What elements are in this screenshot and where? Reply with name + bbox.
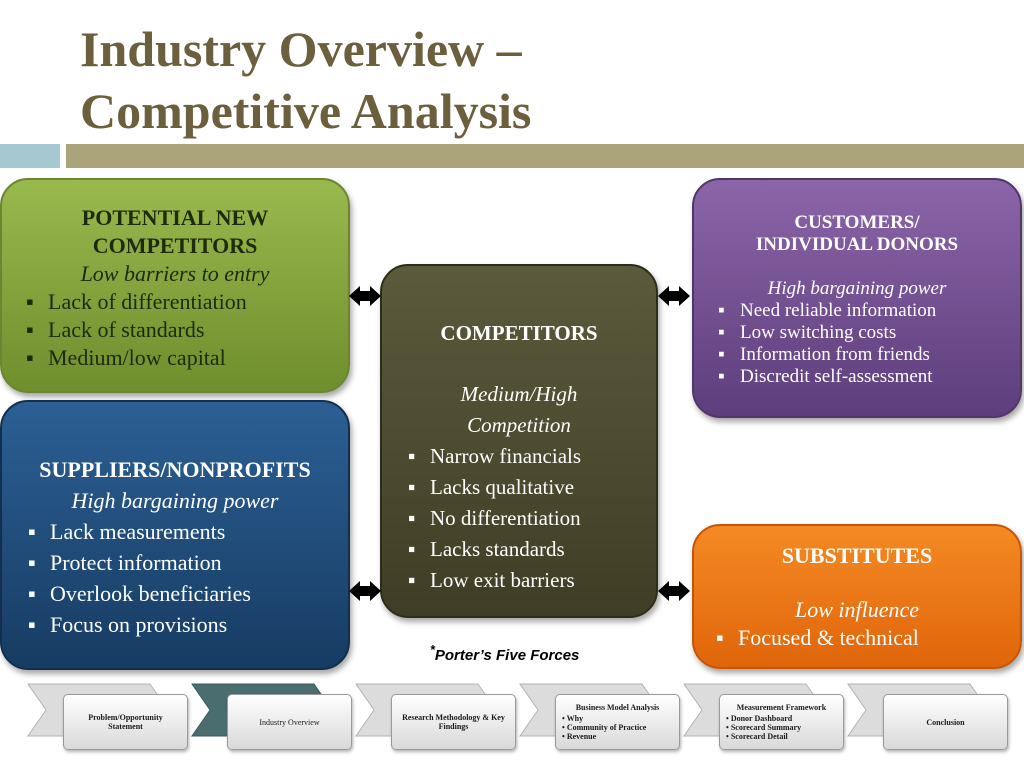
customers-heading: CUSTOMERS/ INDIVIDUAL DONORS (702, 212, 1012, 256)
nav-subitem: Donor Dashboard (726, 714, 837, 723)
title-accent-bar (0, 144, 60, 168)
suppliers-item: Overlook beneficiaries (26, 578, 338, 609)
competitors-item: Narrow financials (406, 441, 648, 472)
slide-title: Industry Overview – Competitive Analysis (80, 18, 780, 142)
competitors-item: Low exit barriers (406, 565, 648, 596)
nav-step-sublist: Why Community of Practice Revenue (562, 714, 673, 741)
nav-step-label: Conclusion (926, 717, 965, 727)
nav-step-business-model[interactable]: Business Model Analysis Why Community of… (555, 694, 680, 750)
nav-step-measurement[interactable]: Measurement Framework Donor Dashboard Sc… (719, 694, 844, 750)
nav-subitem: Community of Practice (562, 723, 673, 732)
double-arrow-icon (658, 581, 690, 601)
substitutes-item: Focused & technical (714, 624, 1012, 652)
nav-step-label: Industry Overview (259, 717, 320, 727)
nav-step-label: Research Methodology & Key Findings (402, 713, 505, 731)
nav-subitem: Scorecard Summary (726, 723, 837, 732)
customers-box: CUSTOMERS/ INDIVIDUAL DONORS High bargai… (692, 178, 1022, 418)
double-arrow-icon (658, 286, 690, 306)
nav-step-industry-overview[interactable]: Industry Overview (227, 694, 352, 750)
new-entrants-heading-line-2: COMPETITORS (92, 233, 258, 258)
substitutes-box: SUBSTITUTES Low influence Focused & tech… (692, 524, 1022, 669)
new-entrants-heading-line-1: POTENTIAL NEW (81, 205, 269, 230)
nav-subitem: Scorecard Detail (726, 732, 837, 741)
customers-item: Low switching costs (716, 322, 1012, 344)
nav-subitem: Why (562, 714, 673, 723)
nav-step-label: Business Model Analysis (575, 703, 660, 712)
new-entrants-heading: POTENTIAL NEW COMPETITORS (12, 204, 338, 260)
suppliers-heading: SUPPLIERS/NONPROFITS (39, 457, 311, 482)
new-entrants-subtitle: Low barriers to entry (80, 261, 270, 286)
title-rule-bar (66, 144, 1024, 168)
suppliers-item: Focus on provisions (26, 609, 338, 640)
customers-subtitle: High bargaining power (767, 278, 947, 299)
competitors-heading: COMPETITORS (440, 321, 598, 345)
caption-asterisk: * (430, 643, 435, 657)
new-entrants-item: Lack of differentiation (24, 288, 338, 316)
double-arrow-icon (349, 286, 381, 306)
nav-step-label: Problem/Opportunity Statement (88, 713, 163, 731)
suppliers-item: Lack measurements (26, 516, 338, 547)
suppliers-subtitle: High bargaining power (71, 488, 279, 513)
suppliers-box: SUPPLIERS/NONPROFITS High bargaining pow… (0, 400, 350, 670)
customers-list: Need reliable information Low switching … (716, 300, 1012, 388)
new-entrants-box: POTENTIAL NEW COMPETITORS Low barriers t… (0, 178, 350, 393)
customers-heading-line-2: INDIVIDUAL DONORS (755, 234, 959, 255)
suppliers-item: Protect information (26, 547, 338, 578)
caption-text: Porter’s Five Forces (434, 647, 580, 664)
porters-caption: *Porter’s Five Forces (430, 643, 579, 664)
title-line-2: Competitive Analysis (80, 83, 532, 139)
competitors-item: No differentiation (406, 503, 648, 534)
substitutes-list: Focused & technical (714, 624, 1012, 652)
competitors-item: Lacks standards (406, 534, 648, 565)
nav-step-sublist: Donor Dashboard Scorecard Summary Scorec… (726, 714, 837, 741)
nav-step-label: Measurement Framework (736, 703, 827, 712)
new-entrants-item: Medium/low capital (24, 344, 338, 372)
nav-subitem: Revenue (562, 732, 673, 741)
new-entrants-item: Lack of standards (24, 316, 338, 344)
substitutes-heading: SUBSTITUTES (781, 543, 933, 568)
competitors-item: Lacks qualitative (406, 472, 648, 503)
customers-heading-line-1: CUSTOMERS/ (794, 212, 920, 233)
new-entrants-list: Lack of differentiation Lack of standard… (24, 288, 338, 372)
competitors-list: Narrow financials Lacks qualitative No d… (406, 441, 648, 596)
section-navigation: Problem/Opportunity Statement Industry O… (0, 680, 1024, 768)
nav-step-research[interactable]: Research Methodology & Key Findings (391, 694, 516, 750)
competitors-subtitle-line-1: Medium/High (460, 382, 578, 406)
competitors-subtitle-line-2: Competition (467, 413, 571, 437)
suppliers-list: Lack measurements Protect information Ov… (26, 516, 338, 640)
substitutes-subtitle: Low influence (794, 597, 920, 622)
competitors-box: COMPETITORS Medium/High Competition Narr… (380, 264, 658, 618)
title-line-1: Industry Overview – (80, 21, 522, 77)
double-arrow-icon (349, 581, 381, 601)
customers-item: Need reliable information (716, 300, 1012, 322)
nav-step-conclusion[interactable]: Conclusion (883, 694, 1008, 750)
customers-item: Information from friends (716, 344, 1012, 366)
customers-item: Discredit self-assessment (716, 366, 1012, 388)
competitors-subtitle: Medium/High Competition (390, 379, 648, 441)
nav-step-problem[interactable]: Problem/Opportunity Statement (63, 694, 188, 750)
